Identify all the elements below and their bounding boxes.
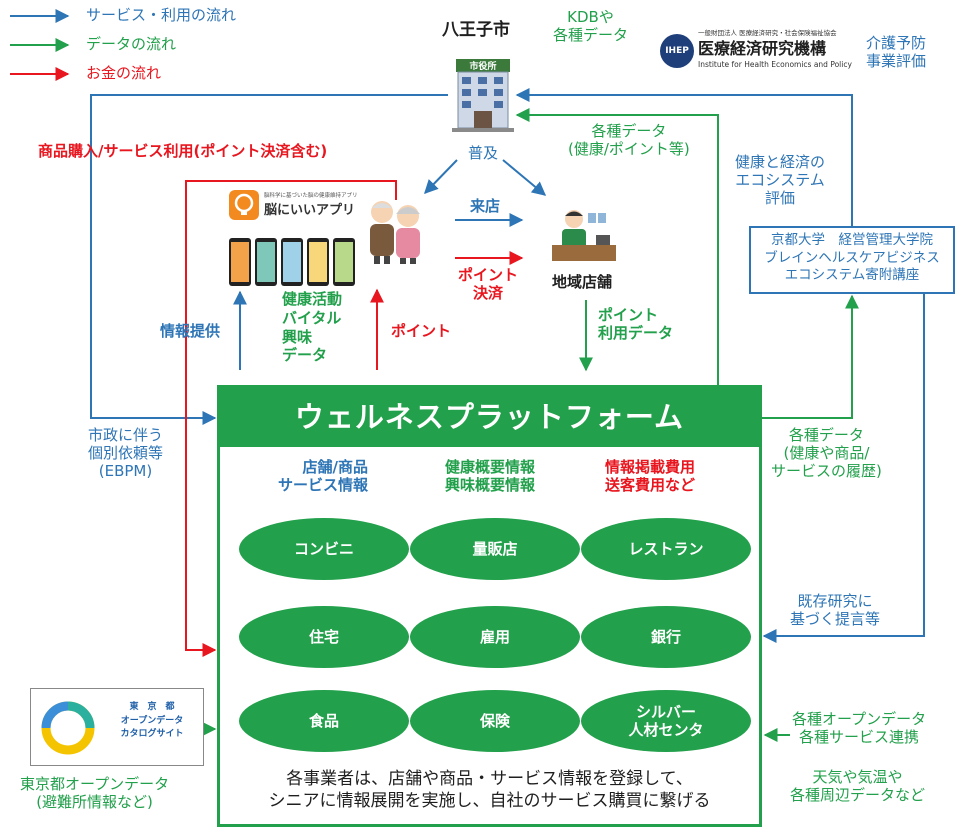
app-title: 脳にいいアプリ [264, 203, 356, 218]
ihep-en: Institute for Health Economics and Polic… [698, 60, 852, 69]
platform-title: ウェルネスプラットフォーム [220, 388, 759, 447]
oval-jutaku: 住宅 [239, 606, 409, 668]
phone-screens-image [229, 238, 359, 288]
ebpm-label: 市政に伴う個別依頼等(EBPM) [88, 426, 164, 480]
local-store-label: 地域店舗 [552, 273, 613, 291]
arrow-fukyu-right [502, 159, 547, 196]
brain-app-icon [229, 190, 259, 220]
oval-restaurant: レストラン [581, 518, 751, 580]
raiten-label: 来店 [470, 197, 501, 215]
weather-label: 天気や気温や各種周辺データなど [790, 768, 926, 804]
oval-koyo: 雇用 [410, 606, 580, 668]
oval-ginko: 銀行 [581, 606, 751, 668]
wellness-platform: ウェルネスプラットフォーム 店舗/商品サービス情報 健康概要情報興味概要情報 情… [217, 385, 762, 827]
history-label: 各種データ(健康や商品/サービスの履歴) [771, 426, 882, 480]
eco-eval-label: 健康と経済のエコシステム評価 [735, 153, 826, 207]
elderly-couple-icon [362, 196, 428, 264]
shopkeeper-icon [552, 205, 616, 263]
purchase-label: 商品購入/サービス利用(ポイント決済含む) [38, 142, 328, 160]
arrow-city-to-platform [90, 94, 448, 425]
oval-ryohanten: 量販店 [410, 518, 580, 580]
opendata-label: 各種オープンデータ各種サービス連携 [792, 710, 927, 746]
care-eval-label: 介護予防事業評価 [866, 34, 927, 70]
ihep-logo: IHEP 一般財団法人 医療経済研究・社会保険福祉協会 医療経済研究機構 Ins… [660, 29, 860, 72]
arrow-purchase [185, 180, 397, 657]
legend-service-flow: サービス・利用の流れ [86, 6, 237, 24]
tokyo-ring-icon [41, 701, 95, 755]
tokyo-logo-line3: カタログサイト [120, 729, 184, 739]
research-label: 既存研究に基づく提言等 [790, 592, 881, 628]
various-data-label: 各種データ(健康/ポイント等) [568, 122, 690, 158]
tokyo-logo-line1: 東 京 都 [129, 702, 175, 712]
city-hall-sign: 市役所 [469, 60, 496, 72]
kyoto-univ-box: 京都大学 経営管理大学院ブレインヘルスケアビジネスエコシステム寄附講座 [749, 226, 955, 294]
ihep-sub: 一般財団法人 医療経済研究・社会保険福祉協会 [698, 29, 837, 37]
point-data-label: ポイント利用データ [598, 306, 674, 342]
flow-fees: 情報掲載費用送客費用など [605, 458, 696, 494]
kdb-label: KDBや各種データ [553, 8, 629, 44]
flow-health-info: 健康概要情報興味概要情報 [445, 458, 536, 494]
health-data-label: 健康活動バイタル興味データ [282, 290, 343, 365]
tokyo-opendata-label: 東京都オープンデータ(避難所情報など) [20, 775, 170, 811]
city-hall-icon: 市役所 [452, 55, 514, 133]
app-tagline: 脳科学に基づいた脳の健康維持アプリ [264, 193, 358, 199]
tokyo-opendata-logo: 東 京 都 オープンデータ カタログサイト [30, 688, 204, 766]
city-name: 八王子市 [442, 20, 510, 40]
arrow-research [762, 294, 925, 643]
platform-footer: 各事業者は、店舗や商品・サービス情報を登録して、シニアに情報展開を実施し、自社の… [268, 769, 711, 812]
arrow-platform-to-city [515, 108, 719, 385]
point-label: ポイント [391, 322, 452, 340]
ihep-emblem: IHEP [660, 34, 694, 68]
flow-store-info: 店舗/商品サービス情報 [278, 458, 369, 494]
tokyo-logo-line2: オープンデータ [120, 715, 184, 726]
oval-shokuhin: 食品 [239, 690, 409, 752]
oval-silver-center: シルバー人材センタ [581, 690, 751, 752]
info-label: 情報提供 [160, 322, 221, 340]
arrow-kyoto-to-city [515, 88, 853, 226]
legend-data-flow: データの流れ [86, 35, 177, 53]
point-payment-label: ポイント決済 [458, 266, 519, 302]
oval-konbini: コンビニ [239, 518, 409, 580]
arrow-history [762, 294, 859, 419]
ihep-name: 医療経済研究機構 [698, 39, 827, 58]
arrow-fukyu-left [424, 159, 458, 195]
fukyu-label: 普及 [468, 144, 499, 162]
oval-hoken: 保険 [410, 690, 580, 752]
legend-money-flow: お金の流れ [86, 64, 162, 82]
